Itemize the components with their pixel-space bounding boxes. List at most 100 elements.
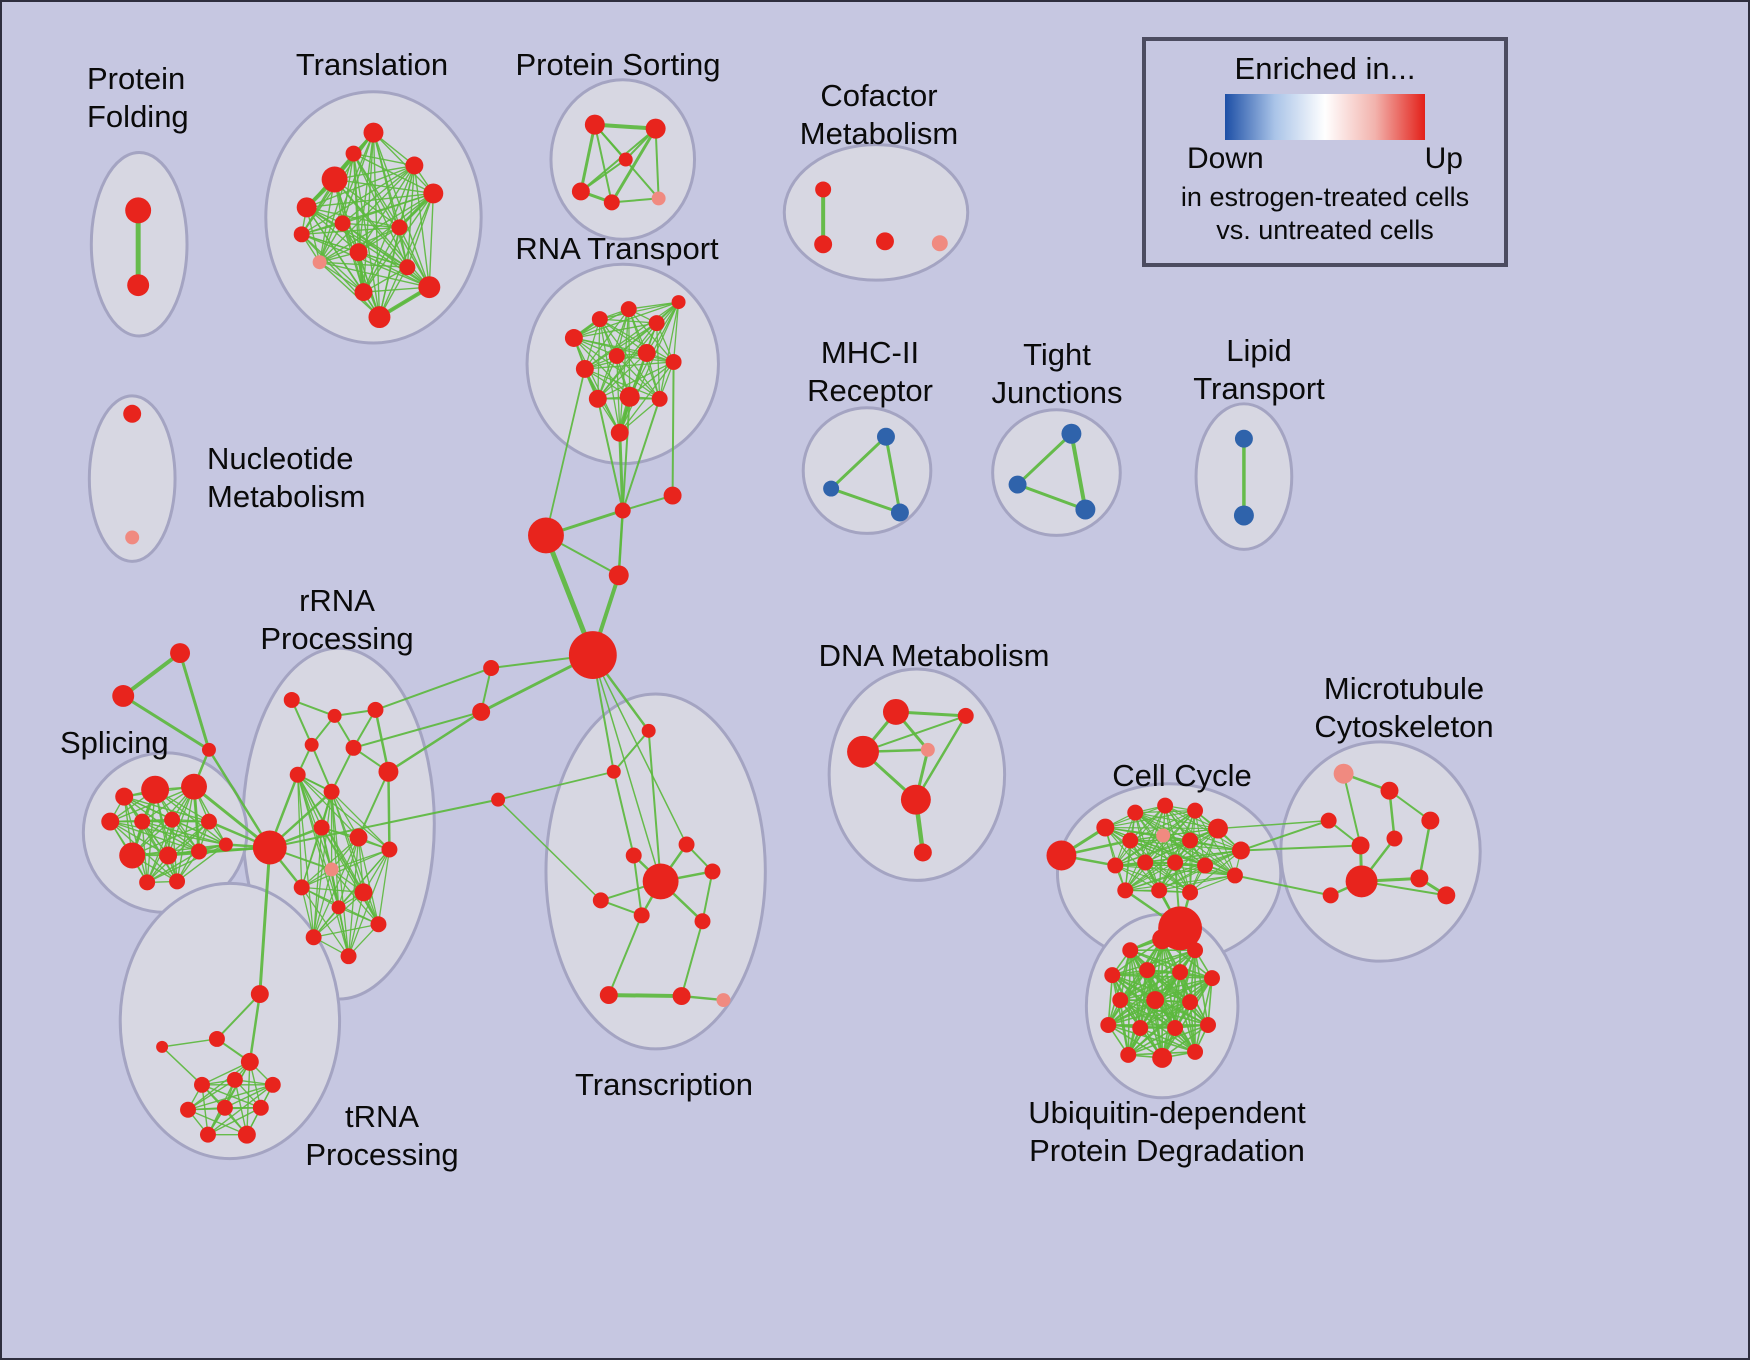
network-edge [618,431,625,512]
network-edge [647,729,662,883]
network-node [625,847,642,864]
network-node [1107,857,1124,874]
network-edge [593,123,613,204]
network-node [305,929,322,946]
network-edge [884,435,902,514]
network-node [367,701,384,718]
network-node [876,427,895,446]
network-node [293,879,310,896]
network-node [815,181,832,198]
network-edge [573,337,621,434]
network-edge [617,509,624,577]
network-edge [215,993,261,1040]
network-edge [1016,432,1073,487]
network-node [1421,811,1440,830]
network-edge [497,770,615,801]
network-edge [1104,810,1196,829]
network-node [1061,423,1082,444]
network-edge [1418,819,1432,880]
network-edge [1107,1001,1191,1026]
network-edge [610,127,658,204]
network-node [321,166,348,193]
network-edge [301,836,360,889]
network-node [1122,832,1139,849]
network-node [349,243,368,262]
network-node [651,191,666,206]
network-edge [167,846,271,857]
network-node [1182,884,1199,901]
network-edge [1139,977,1213,1029]
network-node [1226,867,1243,884]
network-node [663,486,682,505]
network-node [633,907,650,924]
network-edge [1239,819,1330,852]
network-node [324,862,339,877]
network-edge [1233,874,1332,897]
network-node [405,156,424,175]
network-edge [123,795,200,853]
network-edge [428,192,435,288]
network-edge [672,301,680,363]
network-node [363,122,384,143]
network-edge [318,261,381,318]
network-edge [301,886,315,938]
network-edge [1194,977,1213,1053]
network-node [199,1126,216,1143]
network-edge [337,836,360,908]
network-edge [592,654,688,846]
network-node [125,530,140,545]
network-node [226,1071,243,1088]
network-edge [1129,805,1166,842]
network-node [619,386,640,407]
network-edge [330,791,391,851]
network-edge [1107,1024,1163,1059]
network-node [169,873,186,890]
network-node [101,812,120,831]
network-node [354,883,373,902]
network-node [1182,832,1199,849]
network-edge [318,261,431,288]
network-edge [178,651,211,752]
network-node [1096,818,1115,837]
network-node [1152,1047,1173,1068]
legend-up-label: Up [1424,142,1463,175]
network-edge [352,152,409,268]
network-edge [1144,861,1236,877]
network-node [665,353,682,370]
network-node [200,813,217,830]
network-node [1075,499,1096,520]
network-edge [584,361,675,370]
network-node [890,503,909,522]
network-edge [1146,949,1196,971]
network-node [1187,942,1204,959]
network-edge [584,322,658,370]
network-edge [1119,971,1181,1001]
network-node [1104,967,1121,984]
network-node [141,775,170,804]
network-edge [616,355,621,434]
network-edge [1144,839,1191,864]
network-edge [161,1046,203,1086]
network-edge [592,122,658,131]
network-node [606,764,621,779]
network-edge [305,164,416,209]
legend-subtitle-line1: in estrogen-treated cells [1180,182,1470,212]
network-node [814,235,833,254]
network-edge [313,836,360,938]
network-node [1112,992,1129,1009]
network-node [642,863,679,900]
network-node [216,1099,233,1116]
network-node [645,118,666,139]
network-node [123,404,142,423]
legend-down-label: Down [1187,142,1264,175]
network-node [349,828,368,847]
network-node [1380,781,1399,800]
network-edge [352,152,431,288]
network-node [900,784,931,815]
network-node [913,843,932,862]
network-edge [297,774,303,889]
network-edge [584,368,661,400]
network-edge [1107,971,1181,1026]
network-edge [187,1109,248,1136]
network-node [250,985,269,1004]
